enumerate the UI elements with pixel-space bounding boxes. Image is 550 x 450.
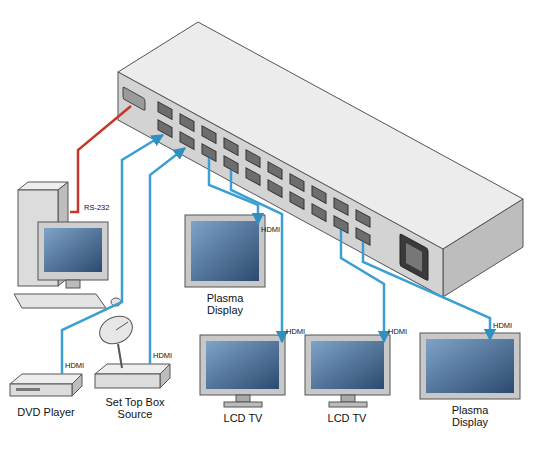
device-label: Plasma Display <box>441 404 499 428</box>
hdmi-port <box>180 132 194 150</box>
hdmi-port <box>180 114 194 132</box>
hdmi-port <box>290 192 304 210</box>
hdmi-port <box>312 204 326 222</box>
stb-side <box>160 364 170 388</box>
switcher-side <box>443 199 523 297</box>
hdmi-port <box>268 180 282 198</box>
connector-label: HDMI <box>286 328 305 336</box>
device-node: Plasma Display <box>441 404 499 428</box>
lcd-stand <box>341 395 355 402</box>
hdmi-port <box>224 138 238 156</box>
lcd-base <box>329 402 367 407</box>
plasma-bezel <box>185 215 265 287</box>
connector-label: HDMI <box>65 362 84 370</box>
device-label: LCD TV <box>208 412 278 424</box>
plasma-screen <box>191 221 259 281</box>
hdmi-cable <box>150 148 185 364</box>
dvd-top <box>10 374 82 384</box>
monitor-bezel <box>38 222 108 280</box>
lcd-bezel <box>200 335 285 395</box>
switcher-rear-panel <box>118 72 443 297</box>
hdmi-cable <box>231 170 282 342</box>
hdmi-port <box>158 102 172 120</box>
hdmi-port <box>356 210 370 228</box>
plasma-bezel <box>420 333 520 399</box>
device-label: Set Top Box Source <box>96 396 174 420</box>
hdmi-port <box>246 168 260 186</box>
power-socket <box>400 234 428 281</box>
device-node: Set Top Box Source <box>96 396 174 420</box>
dvd-tray <box>16 388 40 391</box>
hdmi-port <box>268 162 282 180</box>
monitor-stand <box>66 280 80 288</box>
device-label: DVD Player <box>8 406 84 418</box>
rs232-port <box>123 87 145 111</box>
keyboard <box>14 294 106 308</box>
hdmi-cable <box>363 242 490 340</box>
dish-post <box>118 344 122 368</box>
hdmi-port <box>312 186 326 204</box>
device-node: LCD TV <box>312 412 382 424</box>
lcd-screen <box>206 341 279 389</box>
stb-front <box>95 374 160 388</box>
cable-label: RS-232 <box>84 204 109 212</box>
hdmi-port <box>202 126 216 144</box>
device-label: LCD TV <box>312 412 382 424</box>
stb-top <box>95 364 170 374</box>
dvd-side <box>72 374 82 396</box>
device-node: Plasma Display <box>196 292 254 316</box>
monitor-screen <box>44 228 102 272</box>
hdmi-cable <box>62 135 163 374</box>
device-label: Plasma Display <box>196 292 254 316</box>
hdmi-port <box>158 120 172 138</box>
plasma-screen <box>426 339 514 393</box>
connector-label: HDMI <box>153 352 172 360</box>
satellite-dish <box>95 311 137 349</box>
connector-label: HDMI <box>261 226 280 234</box>
device-node: DVD Player <box>8 406 84 418</box>
hdmi-port <box>290 174 304 192</box>
hdmi-port <box>246 150 260 168</box>
connector-label: HDMI <box>493 322 512 330</box>
lcd-base <box>224 402 262 407</box>
lcd-stand <box>236 395 250 402</box>
dish-feed <box>116 322 128 330</box>
lcd-screen <box>311 341 384 389</box>
device-node: LCD TV <box>208 412 278 424</box>
connector-label: HDMI <box>388 328 407 336</box>
lcd-bezel <box>305 335 390 395</box>
power-socket-inner <box>406 243 422 272</box>
hdmi-port <box>334 198 348 216</box>
dvd-front <box>10 384 72 396</box>
